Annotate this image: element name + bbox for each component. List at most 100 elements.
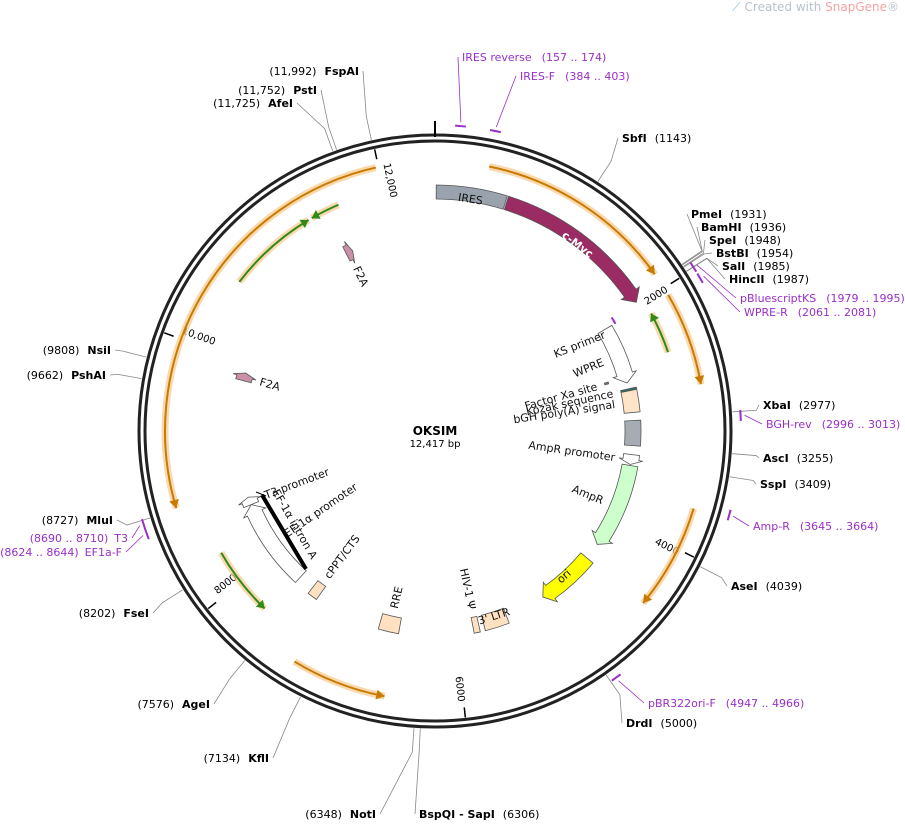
site-leader [213, 660, 246, 705]
site-leader [597, 137, 619, 182]
orf-halo [665, 293, 705, 385]
orf-arrowhead [643, 593, 653, 604]
orf-arrowhead [375, 689, 385, 700]
site-fsei: (8202)FseI [79, 607, 149, 620]
site-leader [683, 239, 706, 267]
primer-t3: (8690 .. 8710)T3 [30, 532, 128, 545]
orf-line [642, 508, 695, 604]
site-agei: (7576)AgeI [137, 698, 210, 711]
site-sbfi: SbfI(1143) [622, 132, 691, 145]
backbone-circle [137, 121, 733, 729]
restriction-sites: SbfI(1143) PmeI(1931)BamHI(1936)SpeI(1948… [27, 65, 836, 821]
primer-pbluescriptks: pBluescriptKS(1979 .. 1995) [740, 292, 905, 305]
site-kfli: (7134)KflI [204, 752, 269, 765]
feature-label-ampr: AmpR [570, 483, 606, 508]
feature-bgh [620, 388, 641, 414]
orf-arrowhead [694, 375, 705, 385]
feature-ef1a-promoter [242, 504, 307, 584]
site-leader [682, 226, 703, 266]
tick-mark [163, 332, 174, 337]
site-hincii: HincII(1987) [729, 273, 809, 286]
primer-leader [696, 264, 737, 299]
primer-mark [739, 410, 742, 421]
tick-label: 6000 [452, 676, 466, 702]
site-bspqi-sapi: BspQI - SapI(6306) [419, 808, 539, 821]
primer-mark [455, 124, 466, 128]
feature-c-myc [503, 195, 640, 303]
snapgene-watermark: ⟋Created with SnapGene® [732, 0, 899, 14]
site-leader [116, 517, 151, 526]
site-drdi: DrdI(5000) [626, 717, 697, 730]
feature-ires [435, 184, 508, 210]
site-afei: (11,725)AfeI [213, 97, 293, 110]
primer-amp-r: Amp-R(3645 .. 3664) [753, 520, 878, 533]
primer-mark [144, 528, 150, 540]
primer-wpre-r: WPRE-R(2061 .. 2081) [744, 306, 876, 319]
primer-leader [495, 75, 517, 128]
plasmid-name: OKSIM [413, 424, 458, 438]
site-bamhi: BamHI(1936) [701, 221, 786, 234]
site-nsii: (9808)NsiI [43, 344, 111, 357]
feature-hiv [470, 615, 481, 634]
site-xbai: XbaI(2977) [763, 399, 835, 412]
site-psti: (11,752)PstI [238, 84, 317, 97]
orf-arrowhead [645, 264, 655, 275]
feature-ltr [481, 607, 510, 632]
primer-mark [611, 673, 622, 682]
site-pmei: PmeI(1931) [691, 208, 767, 221]
tick-label: 2000 [643, 285, 670, 308]
primer-mark [141, 518, 147, 530]
primer-ires-f: IRES-F(384 .. 403) [520, 70, 630, 83]
site-leader [681, 213, 703, 265]
tick-mark [684, 552, 695, 558]
feature-ampr [591, 463, 639, 545]
orf-arrowhead [311, 210, 321, 219]
feature-label-hiv: HIV-1 Ψ [457, 567, 478, 611]
primer-pbr322ori-f: pBR322ori-F(4947 .. 4966) [648, 697, 804, 710]
primer-mark [489, 129, 501, 134]
primer-mark [610, 316, 617, 325]
site-asci: AscI(3255) [763, 452, 833, 465]
primer-ef1a-f: (8624 .. 8644)EF1a-F [0, 546, 122, 559]
site-leader [732, 404, 760, 413]
center-label: OKSIM 12,417 bp [410, 424, 461, 450]
site-leader [414, 728, 421, 815]
orf-arrowhead [169, 498, 179, 509]
intron-end-tick [255, 491, 267, 497]
primer-mark [726, 509, 732, 521]
site-mlui: (8727)MluI [42, 514, 113, 527]
primer-leader [125, 535, 144, 553]
feature-label-cppt: cPPT/CTS [322, 533, 363, 582]
site-fspai: (11,992)FspAI [269, 65, 359, 78]
backbone-inner [143, 139, 727, 723]
feature-label-ires: IRES [457, 191, 484, 208]
site-leader [114, 349, 147, 358]
site-leader [109, 373, 142, 380]
site-spei: SpeI(1948) [709, 234, 781, 247]
feature-wpre [597, 324, 638, 384]
orf-line [238, 219, 310, 283]
site-leader [296, 102, 334, 152]
feature-rre [377, 613, 402, 635]
plasmid-size: 12,417 bp [410, 439, 461, 450]
site-leader [729, 476, 757, 485]
primer-mark [689, 261, 698, 273]
feature-label-f2a-2: F2A [350, 264, 371, 289]
primer-ires-reverse: IRES reverse(157 .. 174) [462, 51, 606, 64]
orf-halo [488, 163, 658, 277]
tick-mark [207, 601, 217, 610]
site-leader [152, 589, 184, 614]
feature-ori [542, 552, 594, 603]
site-leader [700, 566, 728, 587]
feature-label-f2a-1: F2A [258, 375, 282, 393]
primer-leader [744, 414, 763, 425]
site-leader [320, 89, 337, 150]
site-pshai: (9662)PshAI [27, 369, 106, 382]
feature-label-ampr-promoter: AmpR promoter [528, 439, 617, 465]
site-bstbi: BstBI(1954) [716, 247, 793, 260]
feature-label-rre: RRE [388, 585, 406, 610]
feature-cppt [307, 580, 327, 601]
site-noti: (6348)NotI [305, 808, 376, 821]
